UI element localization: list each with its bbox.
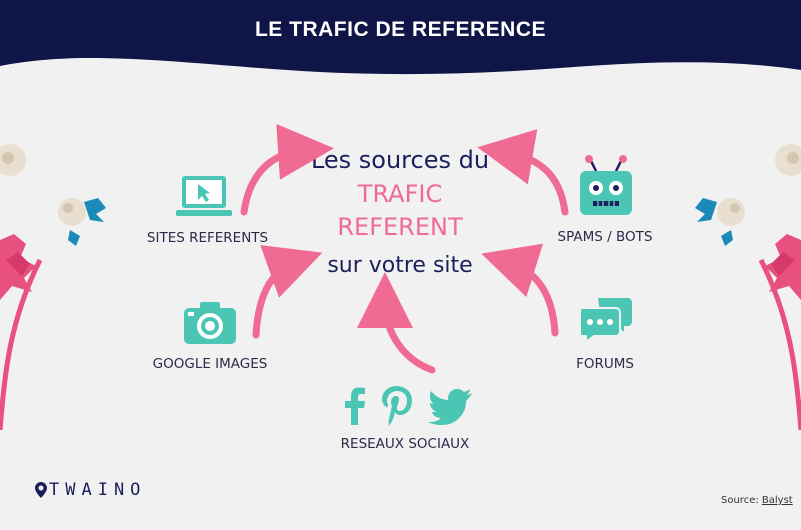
flower-left-decoration bbox=[0, 144, 106, 430]
logo-text: TWAINO bbox=[49, 480, 147, 500]
facebook-icon bbox=[345, 387, 365, 425]
camera-icon bbox=[184, 302, 236, 344]
logo-pin-icon bbox=[35, 482, 47, 498]
page-title: LE TRAFIC DE REFERENCE bbox=[254, 18, 546, 41]
twaino-logo: TWAINO bbox=[35, 480, 146, 500]
label-sites-referents: SITES REFERENTS bbox=[146, 230, 269, 246]
center-line-3: REFERENT bbox=[337, 213, 463, 241]
source-label: Source: bbox=[721, 495, 759, 506]
arrow-sites-referents bbox=[240, 123, 334, 216]
arrow-reseaux-sociaux bbox=[357, 272, 436, 374]
source-credit: Source: Balyst bbox=[721, 495, 793, 506]
source-link[interactable]: Balyst bbox=[761, 495, 793, 506]
twitter-icon bbox=[428, 389, 472, 425]
pinterest-icon bbox=[382, 386, 412, 426]
laptop-icon bbox=[176, 176, 232, 216]
flower-right-decoration bbox=[695, 144, 801, 430]
label-reseaux-sociaux: RESEAUX SOCIAUX bbox=[340, 436, 470, 452]
center-line-2: TRAFIC bbox=[357, 180, 443, 208]
center-line-1: Les sources du bbox=[310, 146, 490, 174]
robot-icon bbox=[580, 155, 632, 215]
label-forums: FORUMS bbox=[576, 356, 634, 372]
label-spams-bots: SPAMS / BOTS bbox=[557, 229, 653, 245]
header-banner bbox=[0, 0, 801, 75]
arrow-spams-bots bbox=[477, 129, 569, 216]
arrow-forums bbox=[481, 243, 559, 337]
arrow-google-images bbox=[252, 245, 323, 339]
chat-bubbles-icon bbox=[580, 298, 632, 342]
label-google-images: GOOGLE IMAGES bbox=[152, 356, 268, 372]
